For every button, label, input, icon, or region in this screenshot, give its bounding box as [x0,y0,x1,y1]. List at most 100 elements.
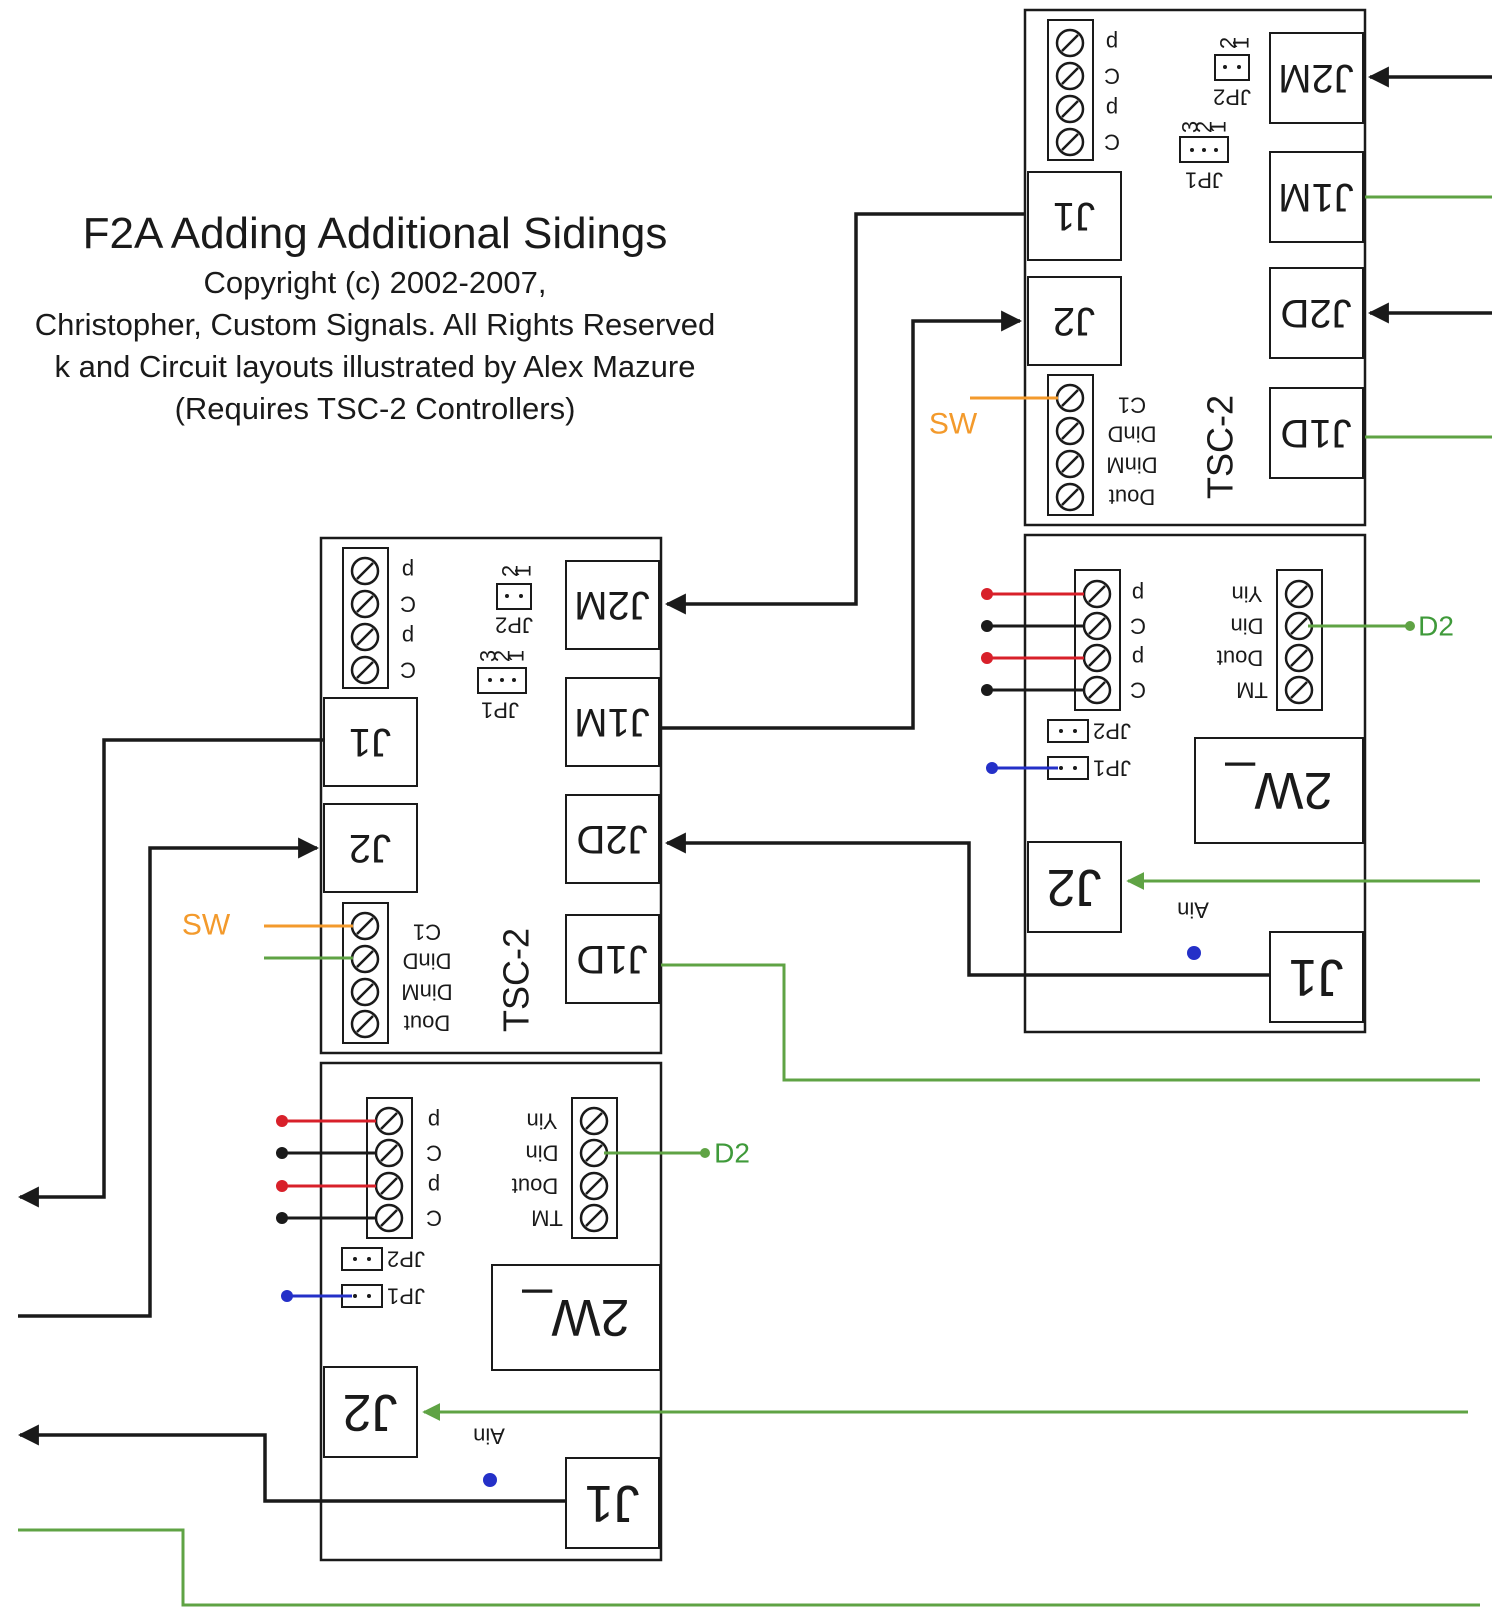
jumper-jp2 [1047,719,1089,743]
terminal-block-right [571,1097,618,1239]
module-2w [491,1264,661,1371]
wire-end-dot [281,1290,293,1302]
terminal-screw-icon [350,977,380,1007]
jumper-pin-label: 2 [1192,121,1217,133]
wire-from-mid-j1d [661,963,1480,1082]
jumper-label: JP1 [1093,756,1131,781]
terminal-label: TM [531,1206,563,1231]
connector-label: J2 [1047,858,1102,916]
terminal-screw-icon [350,911,380,941]
jumper-jp1 [477,667,527,694]
terminal-label: C [400,592,416,617]
wire-in-to-mid-j2 [18,837,320,1318]
terminal-screw-icon [350,655,380,685]
terminal-label: DinD [403,949,452,974]
jumper-pin [353,1294,357,1298]
terminal-screw-icon [1284,675,1314,705]
terminal-label: p [1106,31,1118,56]
d2-label: D2 [714,1138,750,1169]
terminal-screw-icon [350,556,380,586]
terminal-screw-icon [579,1138,609,1168]
jumper-label: JP1 [1185,168,1223,193]
wire-end-dot [276,1180,288,1192]
terminal-screw-icon [579,1171,609,1201]
connector-label: J2M [1278,56,1354,100]
terminal-label: C [426,1141,442,1166]
module-label: 2W_ [521,1288,629,1346]
terminal-screw-icon [374,1106,404,1136]
connector-j2 [1027,276,1122,366]
wire-end-dot [276,1147,288,1159]
wire-end-dot [981,588,993,600]
terminal-label: p [1132,582,1144,607]
terminal-screw-icon [374,1203,404,1233]
wire-layer [17,66,1492,1607]
jumper-jp2 [496,583,532,610]
connector-j2 [323,803,418,893]
connector-label: J1D [1280,411,1351,455]
connector-label: J1M [1278,175,1354,219]
board-model-label: TSC-2 [1200,395,1241,499]
jumper-jp2 [1214,54,1250,81]
wire-mid-j1m-to-top-j2 [661,310,1023,730]
jumper-label: JP2 [387,1247,425,1272]
jumper-pin [519,594,523,598]
terminal-screw-icon [1082,675,1112,705]
board-outline [1023,8,1367,527]
jumper-label: JP2 [1093,719,1131,744]
connector-j2m [1269,32,1364,124]
jumper-pin-label: 1 [504,650,529,662]
jumper-pin-label: 1 [1229,37,1254,49]
terminal-label: C [426,1206,442,1231]
board-outline [319,536,663,1055]
terminal-label: p [428,1174,440,1199]
terminal-label: p [1106,97,1118,122]
terminal-label: Dout [512,1174,558,1199]
jumper-pin [1059,766,1063,770]
connector-j2 [1027,841,1122,933]
terminal-screw-icon [350,944,380,974]
terminal-block-top [1047,19,1094,161]
jumper-pin [367,1294,371,1298]
terminal-label: C [1104,64,1120,89]
terminal-label: DinD [1108,422,1157,447]
terminal-screw-icon [1284,579,1314,609]
ain-dot [483,1473,497,1487]
terminal-screw-icon [1055,416,1085,446]
connector-j2 [323,1366,418,1458]
detector-board-right: p C p C JP2 JP1 [981,533,1454,1034]
wire-det-j1-out [17,1424,566,1503]
tsc2-board-top: p C p C JP2 2 1 JP1 3 2 1 J2M J1M J [929,8,1367,527]
jumper-pin-label: 1 [511,565,536,577]
jumper-pin [353,1257,357,1261]
module-2w [1194,737,1364,844]
terminal-label: p [402,559,414,584]
connector-label: J2D [1280,291,1351,335]
terminal-screw-icon [1055,127,1085,157]
terminal-label: C [400,658,416,683]
jumper-pin [500,678,504,682]
connector-j1m [1269,151,1364,243]
terminal-screw-icon [1055,449,1085,479]
connector-j1 [565,1457,660,1549]
connector-label: J1 [1289,948,1344,1006]
tsc2-board-middle: p C p C JP2 2 1 JP1 3 2 1 J2M J1M J2D [182,536,663,1055]
connector-j1 [1027,171,1122,261]
wire-det-j1-to-mid-j2d [664,832,1270,977]
wire-end-dot [981,652,993,664]
title-block: F2A Adding Additional Sidings Copyright … [0,206,790,430]
jumper-pin [367,1257,371,1261]
d2-label: D2 [1418,611,1454,642]
wire-end-dot [986,762,998,774]
requirements-line: (Requires TSC-2 Controllers) [174,391,576,426]
terminal-screw-icon [1284,643,1314,673]
terminal-screw-icon [579,1106,609,1136]
connector-label: J1 [585,1474,640,1532]
terminal-screw-icon [1082,643,1112,673]
connector-j2d [565,794,660,884]
ain-label: Ain [473,1424,505,1449]
terminal-block-top [342,547,389,689]
jumper-pin [1237,65,1241,69]
terminal-label: C [1130,614,1146,639]
